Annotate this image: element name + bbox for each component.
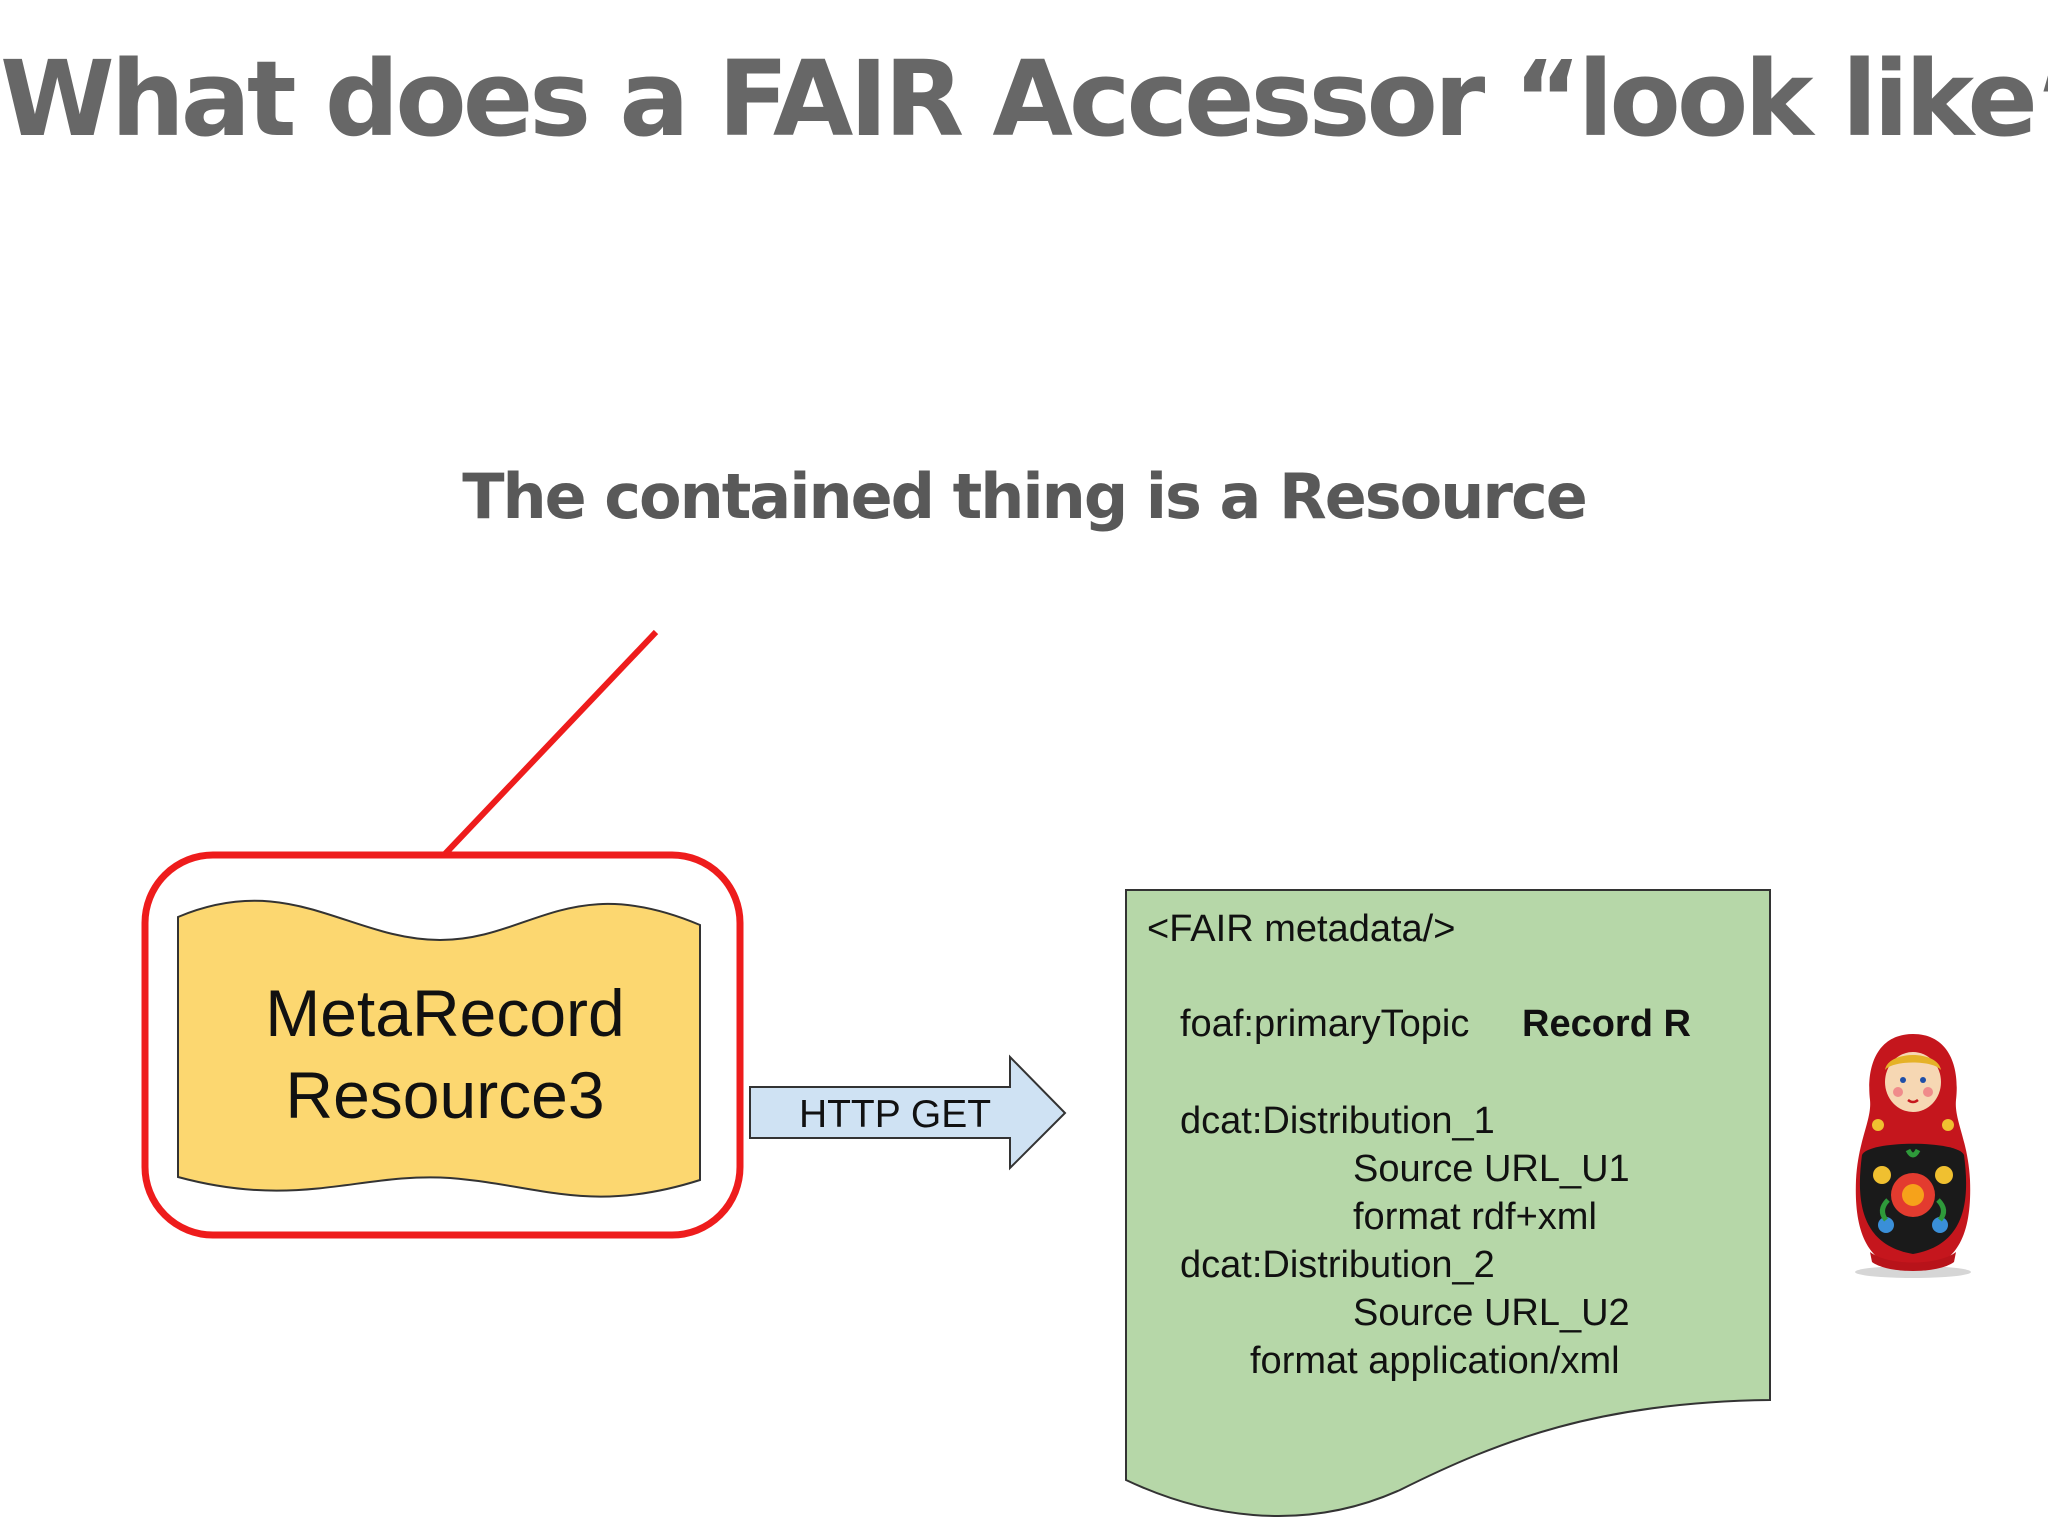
distribution2-source: Source URL_U2 bbox=[1353, 1292, 1630, 1334]
distribution1-source: Source URL_U1 bbox=[1353, 1148, 1630, 1190]
pointer-line bbox=[441, 629, 659, 858]
distribution2-label: dcat:Distribution_2 bbox=[1180, 1244, 1495, 1286]
metadata-header: <FAIR metadata/> bbox=[1147, 908, 1456, 950]
http-get-arrow bbox=[749, 1054, 1067, 1171]
highlight-frame bbox=[141, 851, 744, 1239]
metarecord-label-line2: Resource3 bbox=[285, 1058, 605, 1132]
matryoshka-doll-icon bbox=[1855, 1034, 1971, 1278]
metarecord-label-line1: MetaRecord bbox=[265, 976, 625, 1050]
slide-subtitle: The contained thing is a Resource bbox=[462, 460, 1588, 533]
distribution1-format: format rdf+xml bbox=[1353, 1196, 1597, 1238]
primary-topic-key: foaf:primaryTopic bbox=[1180, 1003, 1470, 1045]
distribution1-label: dcat:Distribution_1 bbox=[1180, 1100, 1495, 1142]
primary-topic-value: Record R bbox=[1522, 1003, 1691, 1045]
slide-title: What does a FAIR Accessor “look like”? bbox=[0, 38, 2048, 160]
fair-metadata-document-shape bbox=[1125, 889, 1771, 1517]
http-get-label: HTTP GET bbox=[798, 1093, 992, 1136]
metarecord-document-shape bbox=[177, 899, 701, 1198]
distribution2-format: format application/xml bbox=[1250, 1340, 1620, 1382]
